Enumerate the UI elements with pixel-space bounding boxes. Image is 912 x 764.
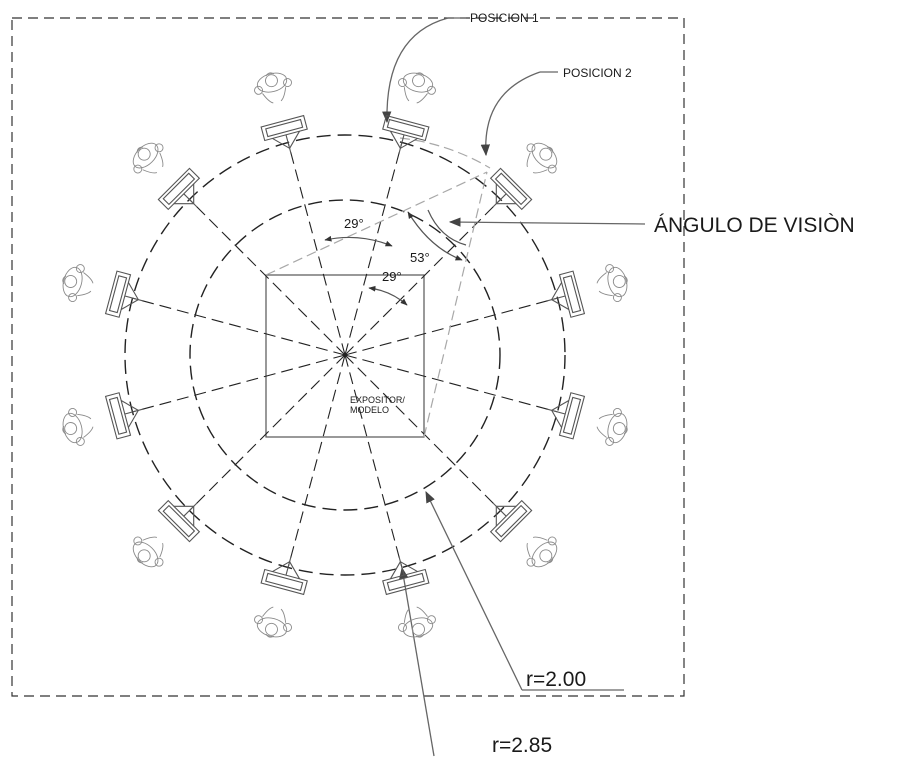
angulo-vision-arrow [448, 217, 646, 227]
posicion-2-label: POSICION 2 [563, 66, 632, 80]
easel-icon [547, 392, 586, 440]
person-topview-icon [254, 72, 292, 104]
radial-line [344, 354, 403, 568]
radial-line [287, 142, 346, 356]
room-border [11, 17, 685, 697]
view-line-left [265, 171, 488, 276]
angle-29-upper-label: 29° [344, 216, 364, 231]
person-topview-icon [132, 536, 164, 568]
radial-line [287, 354, 346, 568]
radial-line [132, 354, 346, 413]
radial-line [189, 354, 346, 511]
expositor-box [265, 274, 425, 438]
expositor-label-line2: MODELO [350, 405, 389, 415]
easel-icon [489, 167, 533, 211]
easel-icon [104, 270, 143, 318]
easel-icon [489, 499, 533, 543]
radial-line [189, 199, 346, 356]
person-topview-icon [596, 408, 628, 446]
person-topview-icon [254, 606, 292, 638]
easel-icon [547, 270, 586, 318]
easel-icon [382, 557, 430, 596]
person-topview-icon [596, 264, 628, 302]
angle-53-label: 53° [410, 250, 430, 265]
angle-arc-53 [407, 211, 463, 261]
angle-arc-29-upper [324, 235, 393, 247]
easel-icon [382, 114, 430, 153]
posicion-1-arrow [382, 17, 449, 124]
seating-ring [62, 72, 628, 638]
radius-outer-arrow [399, 566, 435, 757]
radius-inner-arrow [425, 490, 523, 691]
radius-outer-label: r=2.85 [492, 734, 552, 757]
easel-icon [157, 499, 201, 543]
angle-29-lower-label: 29° [382, 269, 402, 284]
radial-line [344, 354, 558, 413]
grey-outer-arc [399, 137, 491, 169]
easel-icon [260, 114, 308, 153]
person-topview-icon [132, 142, 164, 174]
person-topview-icon [526, 142, 558, 174]
easel-icon [104, 392, 143, 440]
person-topview-icon [62, 408, 94, 446]
radial-line [344, 297, 558, 356]
easel-icon [157, 167, 201, 211]
person-topview-icon [398, 72, 436, 104]
person-topview-icon [398, 606, 436, 638]
angulo-vision-label: ÁNGULO DE VISIÒN [654, 214, 855, 237]
radial-line [344, 142, 403, 356]
person-topview-icon [526, 536, 558, 568]
radius-inner-label: r=2.00 [526, 668, 586, 691]
angle-arc-53-inner [427, 209, 467, 246]
angle-arc-29-lower [368, 285, 408, 306]
posicion-1-label: POSICION 1 [470, 11, 539, 25]
radial-line [132, 297, 346, 356]
view-line-right [423, 171, 488, 438]
easel-icon [260, 557, 308, 596]
radial-line [344, 354, 501, 511]
expositor-label-line1: EXPOSITOR/ [350, 395, 405, 405]
inner-circle [189, 199, 501, 511]
posicion-2-arrow [480, 71, 541, 157]
person-topview-icon [62, 264, 94, 302]
outer-circle [124, 134, 566, 576]
